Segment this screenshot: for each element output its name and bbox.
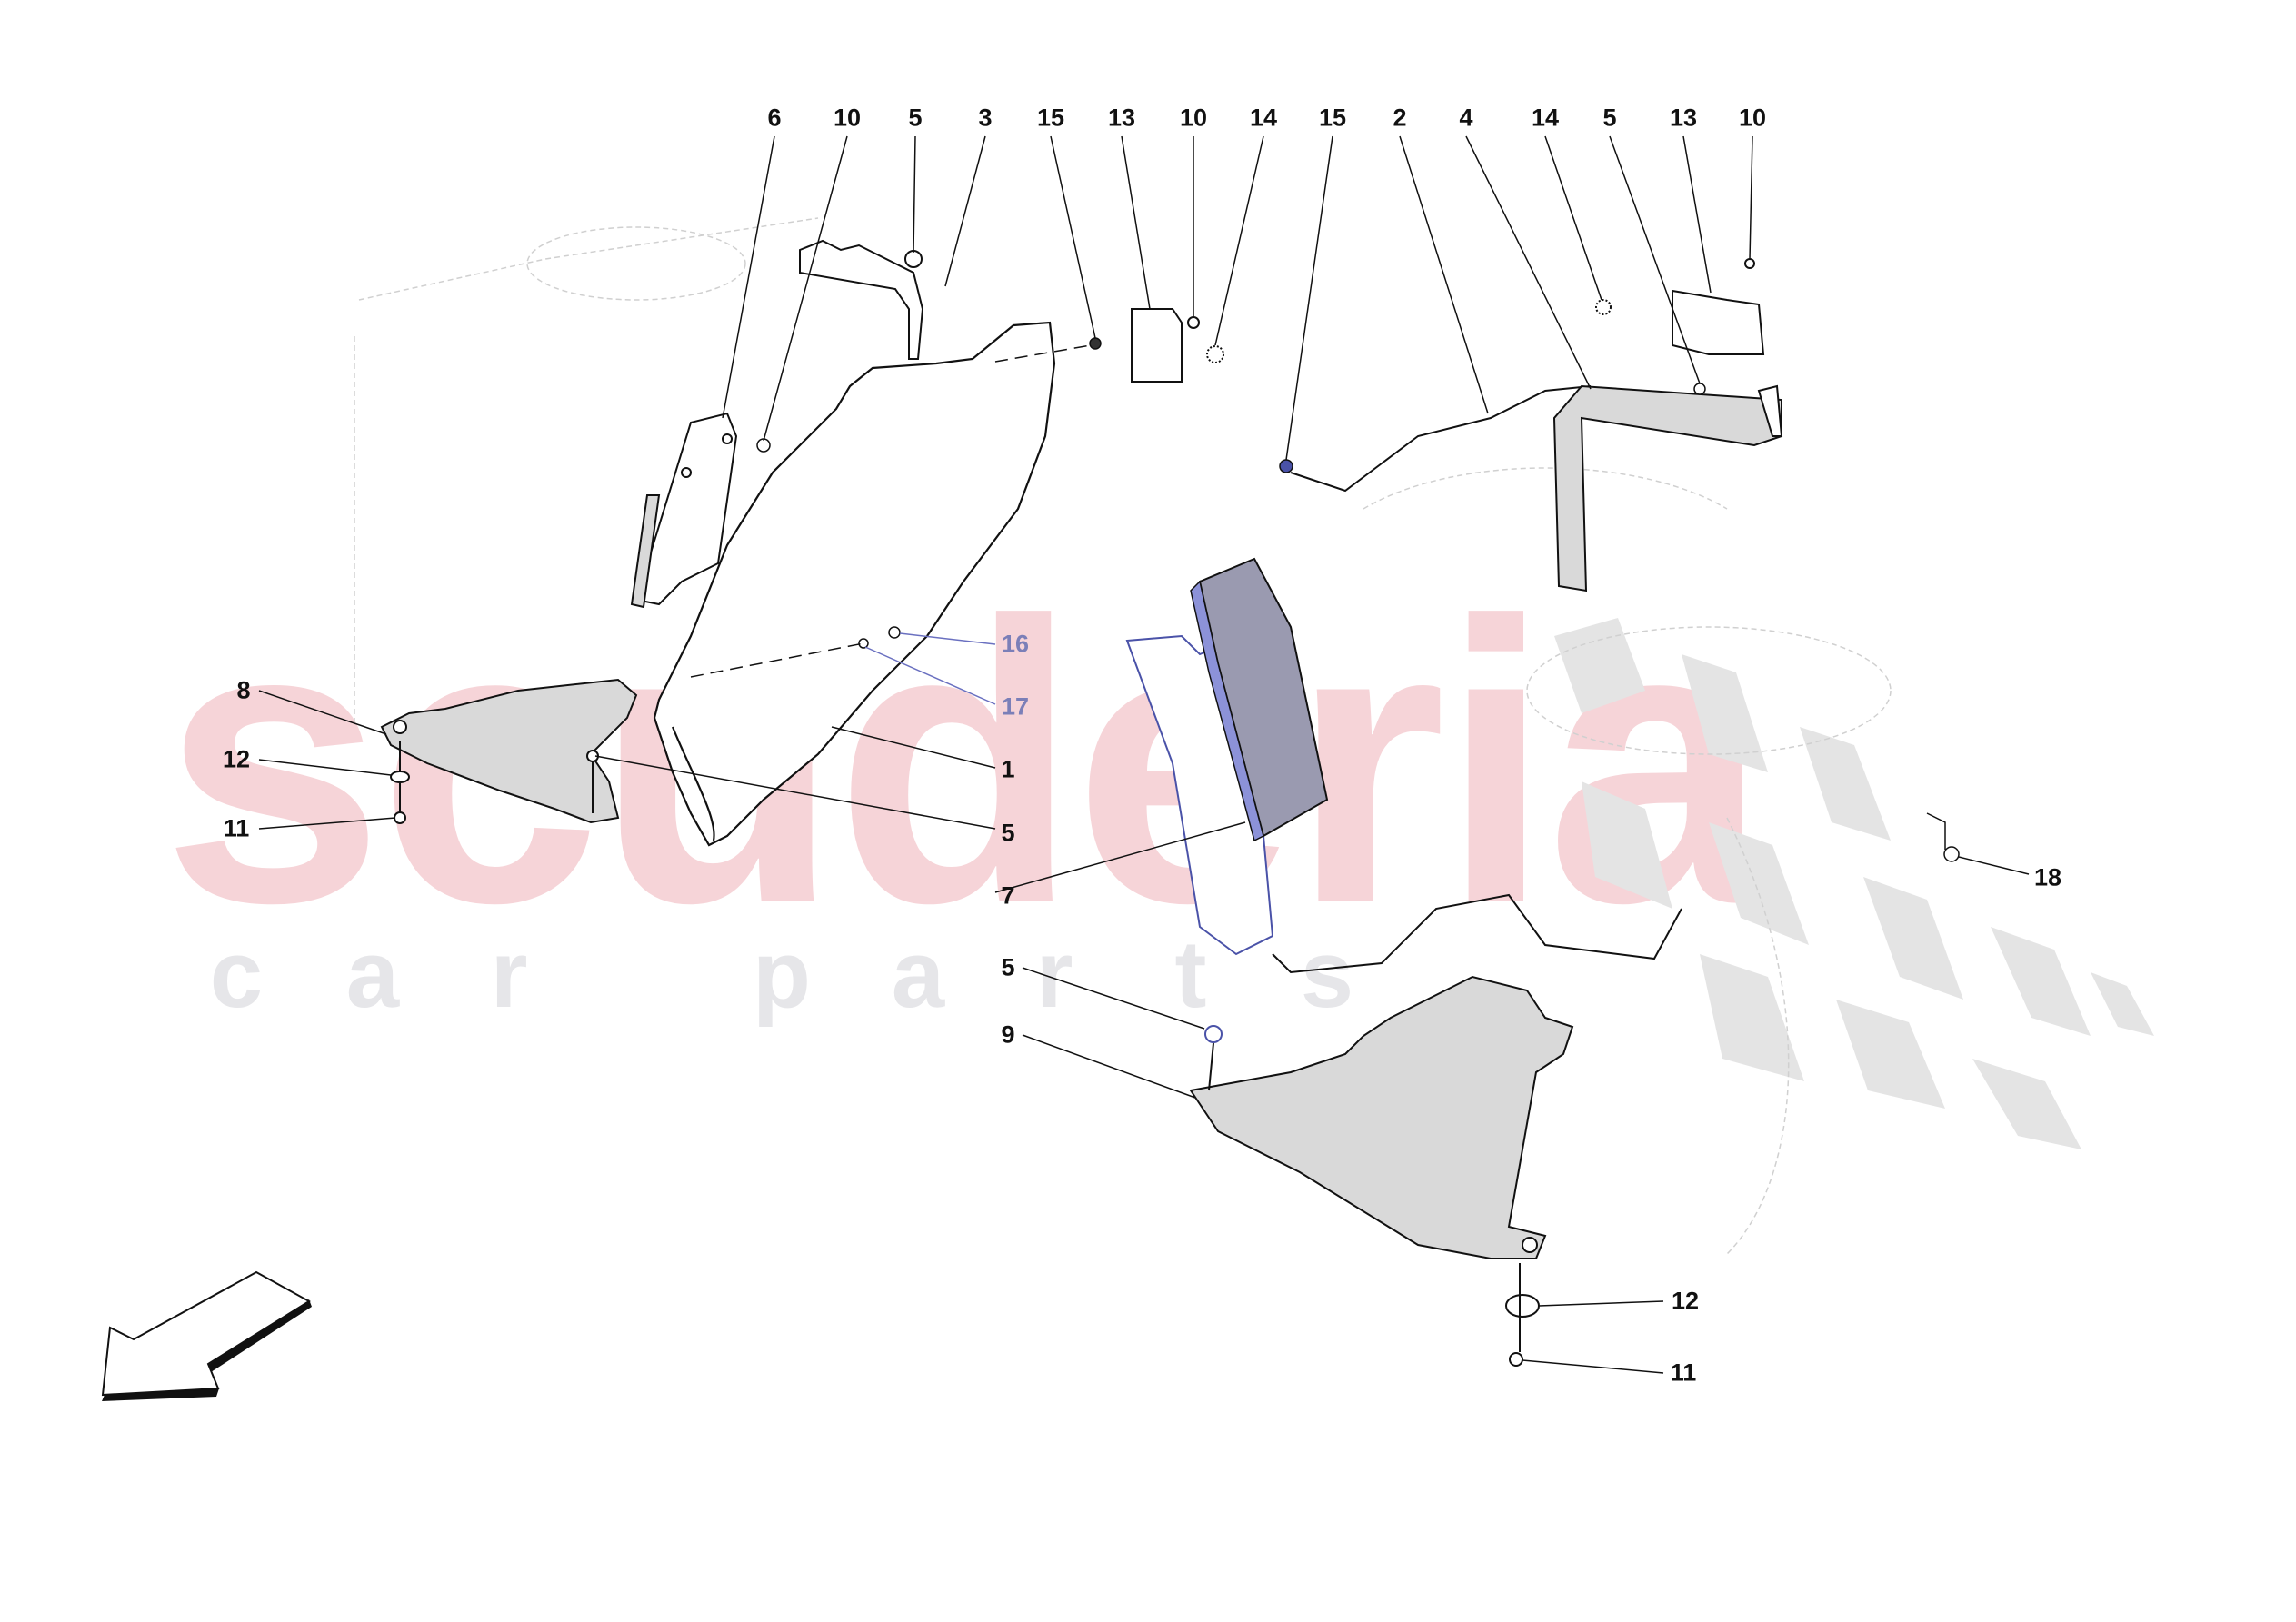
- callout-part-13[interactable]: 13: [1107, 104, 1136, 132]
- callout-part-15[interactable]: 15: [1318, 104, 1347, 132]
- watermark-letter: r: [490, 921, 528, 1028]
- part-4-strap: [1552, 384, 1783, 592]
- callout-part-1[interactable]: 1: [1001, 755, 1015, 783]
- callout-part-5[interactable]: 5: [1602, 104, 1617, 132]
- callout-part-13[interactable]: 13: [1669, 104, 1698, 132]
- front-direction-arrow-icon: [101, 1270, 312, 1401]
- callout-part-15[interactable]: 15: [1036, 104, 1065, 132]
- part-3-bracket: [799, 239, 924, 360]
- callout-part-7[interactable]: 7: [1001, 881, 1015, 910]
- watermark-letter: s: [1300, 921, 1354, 1028]
- part-18-clip: [1926, 812, 1960, 862]
- callout-part-3[interactable]: 3: [978, 104, 993, 132]
- callout-part-5[interactable]: 5: [1001, 953, 1015, 981]
- callout-part-17[interactable]: 17: [1001, 692, 1030, 721]
- callout-part-5[interactable]: 5: [908, 104, 923, 132]
- callout-part-10[interactable]: 10: [1738, 104, 1767, 132]
- callout-part-16[interactable]: 16: [1001, 630, 1030, 658]
- part-13-block: [1131, 258, 1765, 383]
- callout-part-6[interactable]: 6: [767, 104, 782, 132]
- callout-part-12[interactable]: 12: [1671, 1287, 1700, 1315]
- callout-part-2[interactable]: 2: [1393, 104, 1407, 132]
- part-9-heat-shield: [1189, 975, 1574, 1367]
- part-2-panel: [1272, 385, 1682, 974]
- watermark-letter: p: [752, 921, 812, 1028]
- callout-part-14[interactable]: 14: [1531, 104, 1560, 132]
- watermark-letter: t: [1174, 921, 1207, 1028]
- ghost-background-assembly: [354, 217, 1892, 1255]
- watermark-letter: c: [209, 921, 264, 1028]
- fasteners: [690, 337, 1706, 678]
- callout-part-9[interactable]: 9: [1001, 1020, 1015, 1049]
- callout-part-4[interactable]: 4: [1459, 104, 1473, 132]
- part-8-heat-shield: [380, 678, 638, 824]
- watermark-letter: a: [345, 921, 400, 1028]
- part-7-panel: [1125, 557, 1329, 956]
- callout-part-11[interactable]: 11: [1670, 1358, 1697, 1387]
- callout-part-14[interactable]: 14: [1249, 104, 1278, 132]
- callout-part-10[interactable]: 10: [1179, 104, 1208, 132]
- leader-lines: [258, 135, 2030, 1374]
- callout-part-18[interactable]: 18: [2033, 863, 2062, 891]
- callout-part-12[interactable]: 12: [222, 745, 251, 773]
- callout-part-8[interactable]: 8: [236, 676, 251, 704]
- checkered-flag-watermark: [1554, 618, 2154, 1149]
- callout-part-11[interactable]: 11: [223, 814, 250, 842]
- watermark-letter: a: [891, 921, 945, 1028]
- callout-part-10[interactable]: 10: [833, 104, 862, 132]
- part-6-bracket: [630, 412, 738, 609]
- callout-part-5[interactable]: 5: [1001, 819, 1015, 847]
- part-1-duct: [653, 321, 1056, 847]
